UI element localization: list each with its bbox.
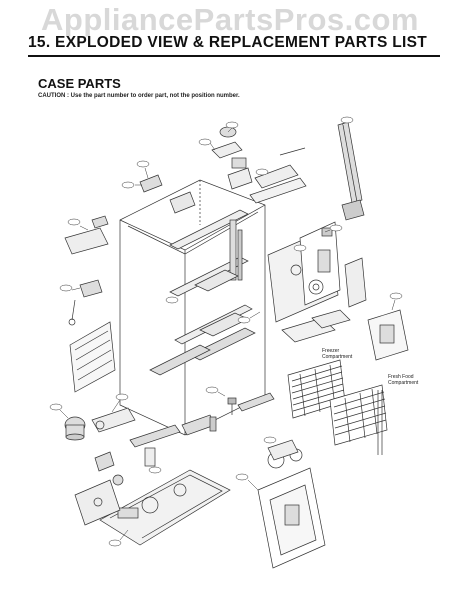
left-side-parts <box>64 215 116 393</box>
evaporator-cover-assembly <box>267 221 367 323</box>
refrigerant-pipe <box>377 390 383 455</box>
machine-room-parts <box>64 392 275 472</box>
top-parts <box>139 126 307 214</box>
lower-left-parts <box>74 474 124 526</box>
watermark: AppliancePartsPros.com <box>41 2 419 37</box>
callout-leaders <box>59 121 396 541</box>
duct-strip <box>337 121 365 221</box>
title-rule <box>28 55 440 57</box>
fresh-food-label-line1: Fresh Food <box>388 374 414 380</box>
base-plate <box>99 469 231 546</box>
caution-note: CAUTION : Use the part number to order p… <box>38 93 240 99</box>
cabinet-body <box>119 179 266 436</box>
fresh-food-evaporator <box>329 384 388 446</box>
tray-parts <box>281 309 351 343</box>
right-cover-panel <box>367 309 409 361</box>
section-title: 15. EXPLODED VIEW & REPLACEMENT PARTS LI… <box>28 34 427 51</box>
freezer-label-line2: Compartment <box>322 354 353 360</box>
freezer-label-line1: Freezer <box>322 348 340 354</box>
section-subheading: CASE PARTS <box>38 76 121 91</box>
compartment-labels: Freezer Compartment Fresh Food Compartme… <box>322 348 419 386</box>
fresh-food-label-line2: Compartment <box>388 380 419 386</box>
callout-bubbles <box>49 116 403 547</box>
back-panel-assembly <box>257 439 326 569</box>
